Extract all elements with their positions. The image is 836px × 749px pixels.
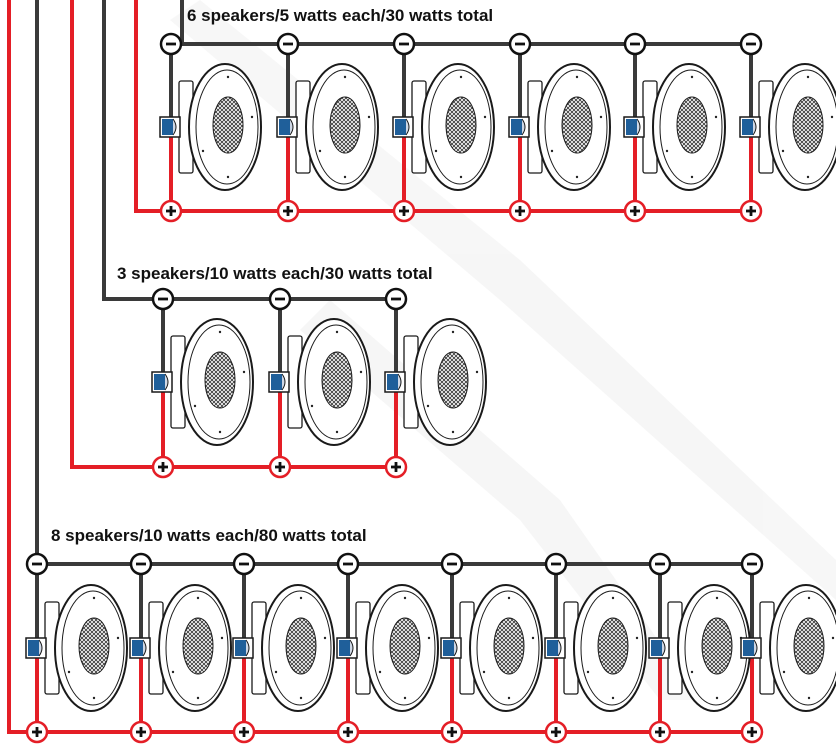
group-3-speaker-6-negative-terminal: − (544, 552, 568, 576)
group-2-caption: 3 speakers/10 watts each/30 watts total (117, 264, 433, 283)
group-3-speaker-6-positive-terminal: + (544, 720, 568, 744)
group-3-speaker-5-positive-terminal: + (440, 720, 464, 744)
group-3-speaker-3-positive-terminal: + (232, 720, 256, 744)
group-2-speaker-3-positive-terminal: + (384, 455, 408, 479)
group-1-speaker-2-negative-terminal: − (276, 32, 300, 56)
group-2-speaker-2-icon (268, 318, 371, 446)
group-1-speaker-6-positive-terminal: + (739, 199, 763, 223)
group-1-speaker-6-negative-terminal: − (739, 32, 763, 56)
group-3-speaker-2-positive-terminal: + (129, 720, 153, 744)
group-1-caption: 6 speakers/5 watts each/30 watts total (187, 6, 493, 25)
group-1-speaker-5-negative-terminal: − (623, 32, 647, 56)
group-3-speaker-8-positive-terminal: + (740, 720, 764, 744)
group-2-speaker-1-icon (151, 318, 254, 446)
group-1-speaker-6-icon (739, 63, 836, 191)
group-2-speaker-2-positive-terminal: + (268, 455, 292, 479)
group-3-speaker-1-positive-terminal: + (25, 720, 49, 744)
group-3-speaker-2-icon (129, 584, 232, 712)
group-1-speaker-5-icon (623, 63, 726, 191)
group-2-speaker-2-negative-terminal: − (268, 287, 292, 311)
group-3-speaker-4-icon (336, 584, 439, 712)
group-3-speaker-2-negative-terminal: − (129, 552, 153, 576)
group-3-speaker-7-icon (648, 584, 751, 712)
group-3-speaker-5-negative-terminal: − (440, 552, 464, 576)
terminals: − + − + − + − + − + − + − + − + − + − + − + − + − + − + − + − + − + (25, 32, 764, 744)
group-1-speaker-1-icon (159, 63, 262, 191)
group-3-speaker-5-icon (440, 584, 543, 712)
speakers (25, 63, 836, 712)
group-2-speaker-3-negative-terminal: − (384, 287, 408, 311)
group-1-speaker-3-icon (392, 63, 495, 191)
group-1-speaker-2-positive-terminal: + (276, 199, 300, 223)
group-3-speaker-8-negative-terminal: − (740, 552, 764, 576)
group-3-speaker-7-positive-terminal: + (648, 720, 672, 744)
group-1-speaker-4-icon (508, 63, 611, 191)
group-1-speaker-3-negative-terminal: − (392, 32, 416, 56)
group-3-speaker-6-icon (544, 584, 647, 712)
group-1-speaker-3-positive-terminal: + (392, 199, 416, 223)
group-3-speaker-3-negative-terminal: − (232, 552, 256, 576)
group-1-speaker-4-negative-terminal: − (508, 32, 532, 56)
group-2-speaker-3-icon (384, 318, 487, 446)
group-1-speaker-4-positive-terminal: + (508, 199, 532, 223)
group-1-speaker-5-positive-terminal: + (623, 199, 647, 223)
group-3-caption: 8 speakers/10 watts each/80 watts total (51, 526, 367, 545)
group-2-speaker-1-positive-terminal: + (151, 455, 175, 479)
group-3-speaker-7-negative-terminal: − (648, 552, 672, 576)
wiring (7, 0, 754, 734)
group-3-speaker-1-negative-terminal: − (25, 552, 49, 576)
group-1-speaker-1-positive-terminal: + (159, 199, 183, 223)
group-3-speaker-8-icon (740, 584, 836, 712)
group-3-speaker-1-icon (25, 584, 128, 712)
group-3-speaker-3-icon (232, 584, 335, 712)
group-2-speaker-1-negative-terminal: − (151, 287, 175, 311)
group-1-speaker-1-negative-terminal: − (159, 32, 183, 56)
group-3-speaker-4-negative-terminal: − (336, 552, 360, 576)
group-3-speaker-4-positive-terminal: + (336, 720, 360, 744)
group-1-speaker-2-icon (276, 63, 379, 191)
